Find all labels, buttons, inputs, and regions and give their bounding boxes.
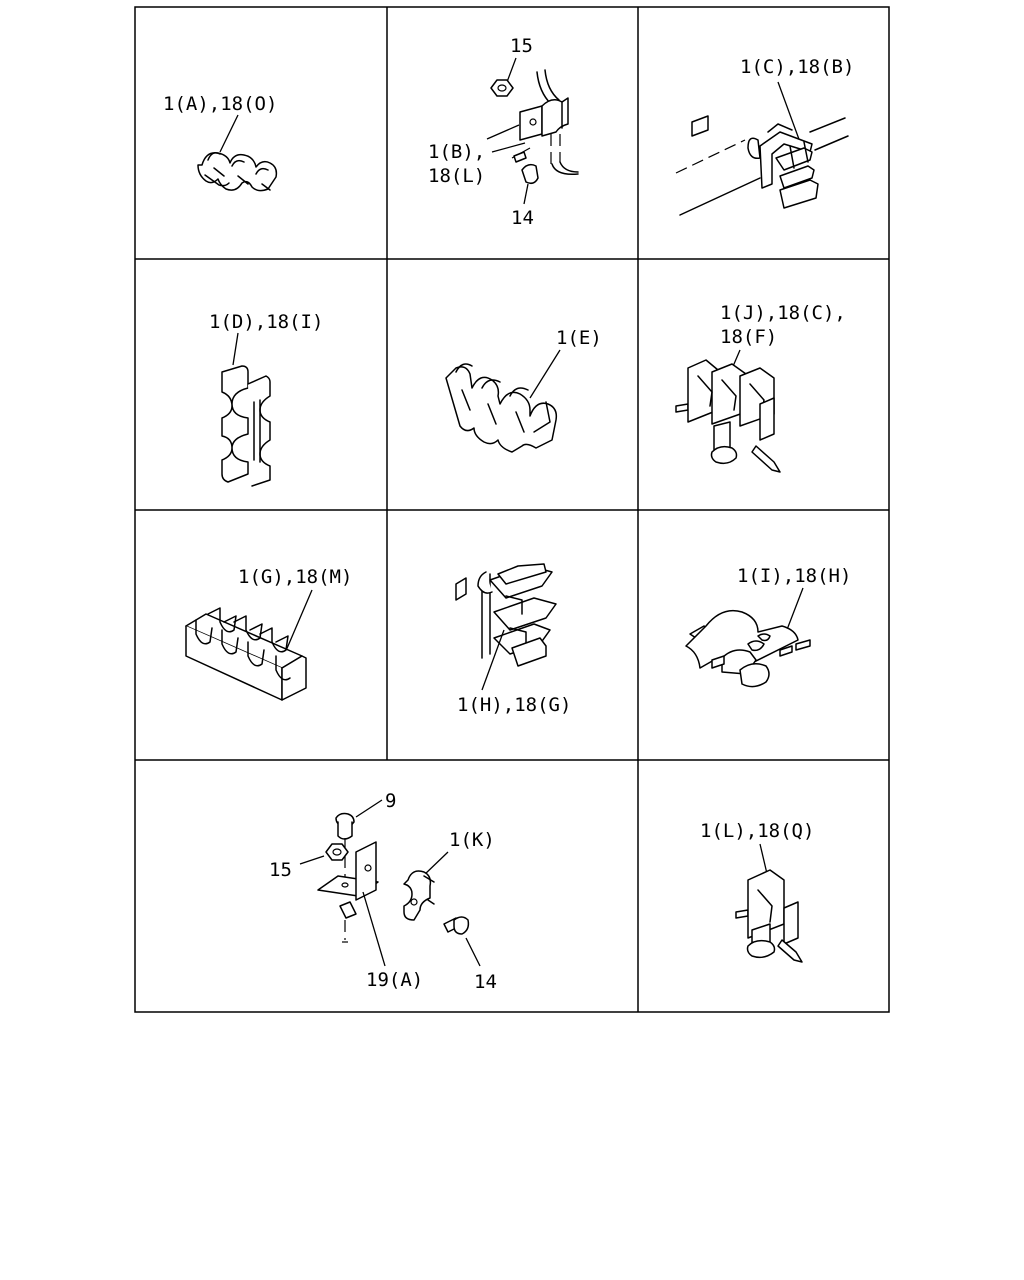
label-1b: 1(B), [428, 141, 485, 163]
label-19a: 19(A) [366, 969, 423, 991]
cell-clip-d: 1(D),18(I) [209, 311, 323, 487]
label-1i-18h: 1(I),18(H) [737, 565, 851, 587]
label-1c-18b: 1(C),18(B) [740, 56, 854, 78]
label-18f: 18(F) [720, 326, 777, 348]
clip-1d-drawing [221, 365, 271, 487]
label-1g-18m: 1(G),18(M) [238, 566, 352, 588]
label-18l: 18(L) [428, 165, 485, 187]
nut-15-drawing [490, 79, 514, 97]
clip-1k-drawing [403, 870, 435, 921]
label-1a-18o: 1(A),18(O) [163, 93, 277, 115]
pipe-lines [675, 115, 849, 216]
clip-1h-drawing [455, 563, 557, 667]
cell-clip-h: 1(H),18(G) [455, 563, 571, 716]
clip-1b-drawing [519, 69, 579, 176]
cell-clip-l: 1(L),18(Q) [700, 820, 814, 963]
label-1k: 1(K) [449, 829, 495, 851]
label-1l-18q: 1(L),18(Q) [700, 820, 814, 842]
label-14-k: 14 [474, 971, 497, 993]
bolt-14-drawing [511, 147, 539, 185]
clip-1e-drawing [445, 363, 558, 453]
clip-1i-drawing [685, 609, 811, 688]
label-1e: 1(E) [556, 327, 602, 349]
cell-clip-f: 1(J),18(C), 18(F) [675, 302, 846, 473]
nut-15-k-drawing [325, 843, 349, 861]
cell-clip-e: 1(E) [445, 327, 602, 453]
cell-clip-b: 15 1(B), 18(L) 14 [428, 35, 579, 229]
label-1d-18i: 1(D),18(I) [209, 311, 323, 333]
bolt-14-k-drawing [443, 916, 470, 935]
bracket-19a-drawing [317, 841, 379, 943]
label-14: 14 [511, 207, 534, 229]
clip-1a-drawing [197, 152, 278, 192]
label-1h-18g: 1(H),18(G) [457, 694, 571, 716]
label-15: 15 [510, 35, 533, 57]
cell-clip-c: 1(C),18(B) [675, 56, 854, 216]
cell-clip-k: 9 15 19(A) 1(K) [269, 790, 497, 993]
clip-1c-drawing [747, 123, 819, 209]
label-15-k: 15 [269, 859, 292, 881]
cell-clip-a: 1(A),18(O) [163, 93, 278, 192]
clip-1j-drawing [675, 359, 781, 473]
cell-clip-g: 1(G),18(M) [185, 566, 352, 701]
clip-1l-drawing [735, 869, 803, 963]
grid-frame [134, 6, 890, 1013]
cell-clip-i: 1(I),18(H) [685, 565, 851, 688]
clip-1g-drawing [185, 607, 307, 701]
label-1j-18c: 1(J),18(C), [720, 302, 846, 324]
label-9: 9 [385, 790, 396, 812]
